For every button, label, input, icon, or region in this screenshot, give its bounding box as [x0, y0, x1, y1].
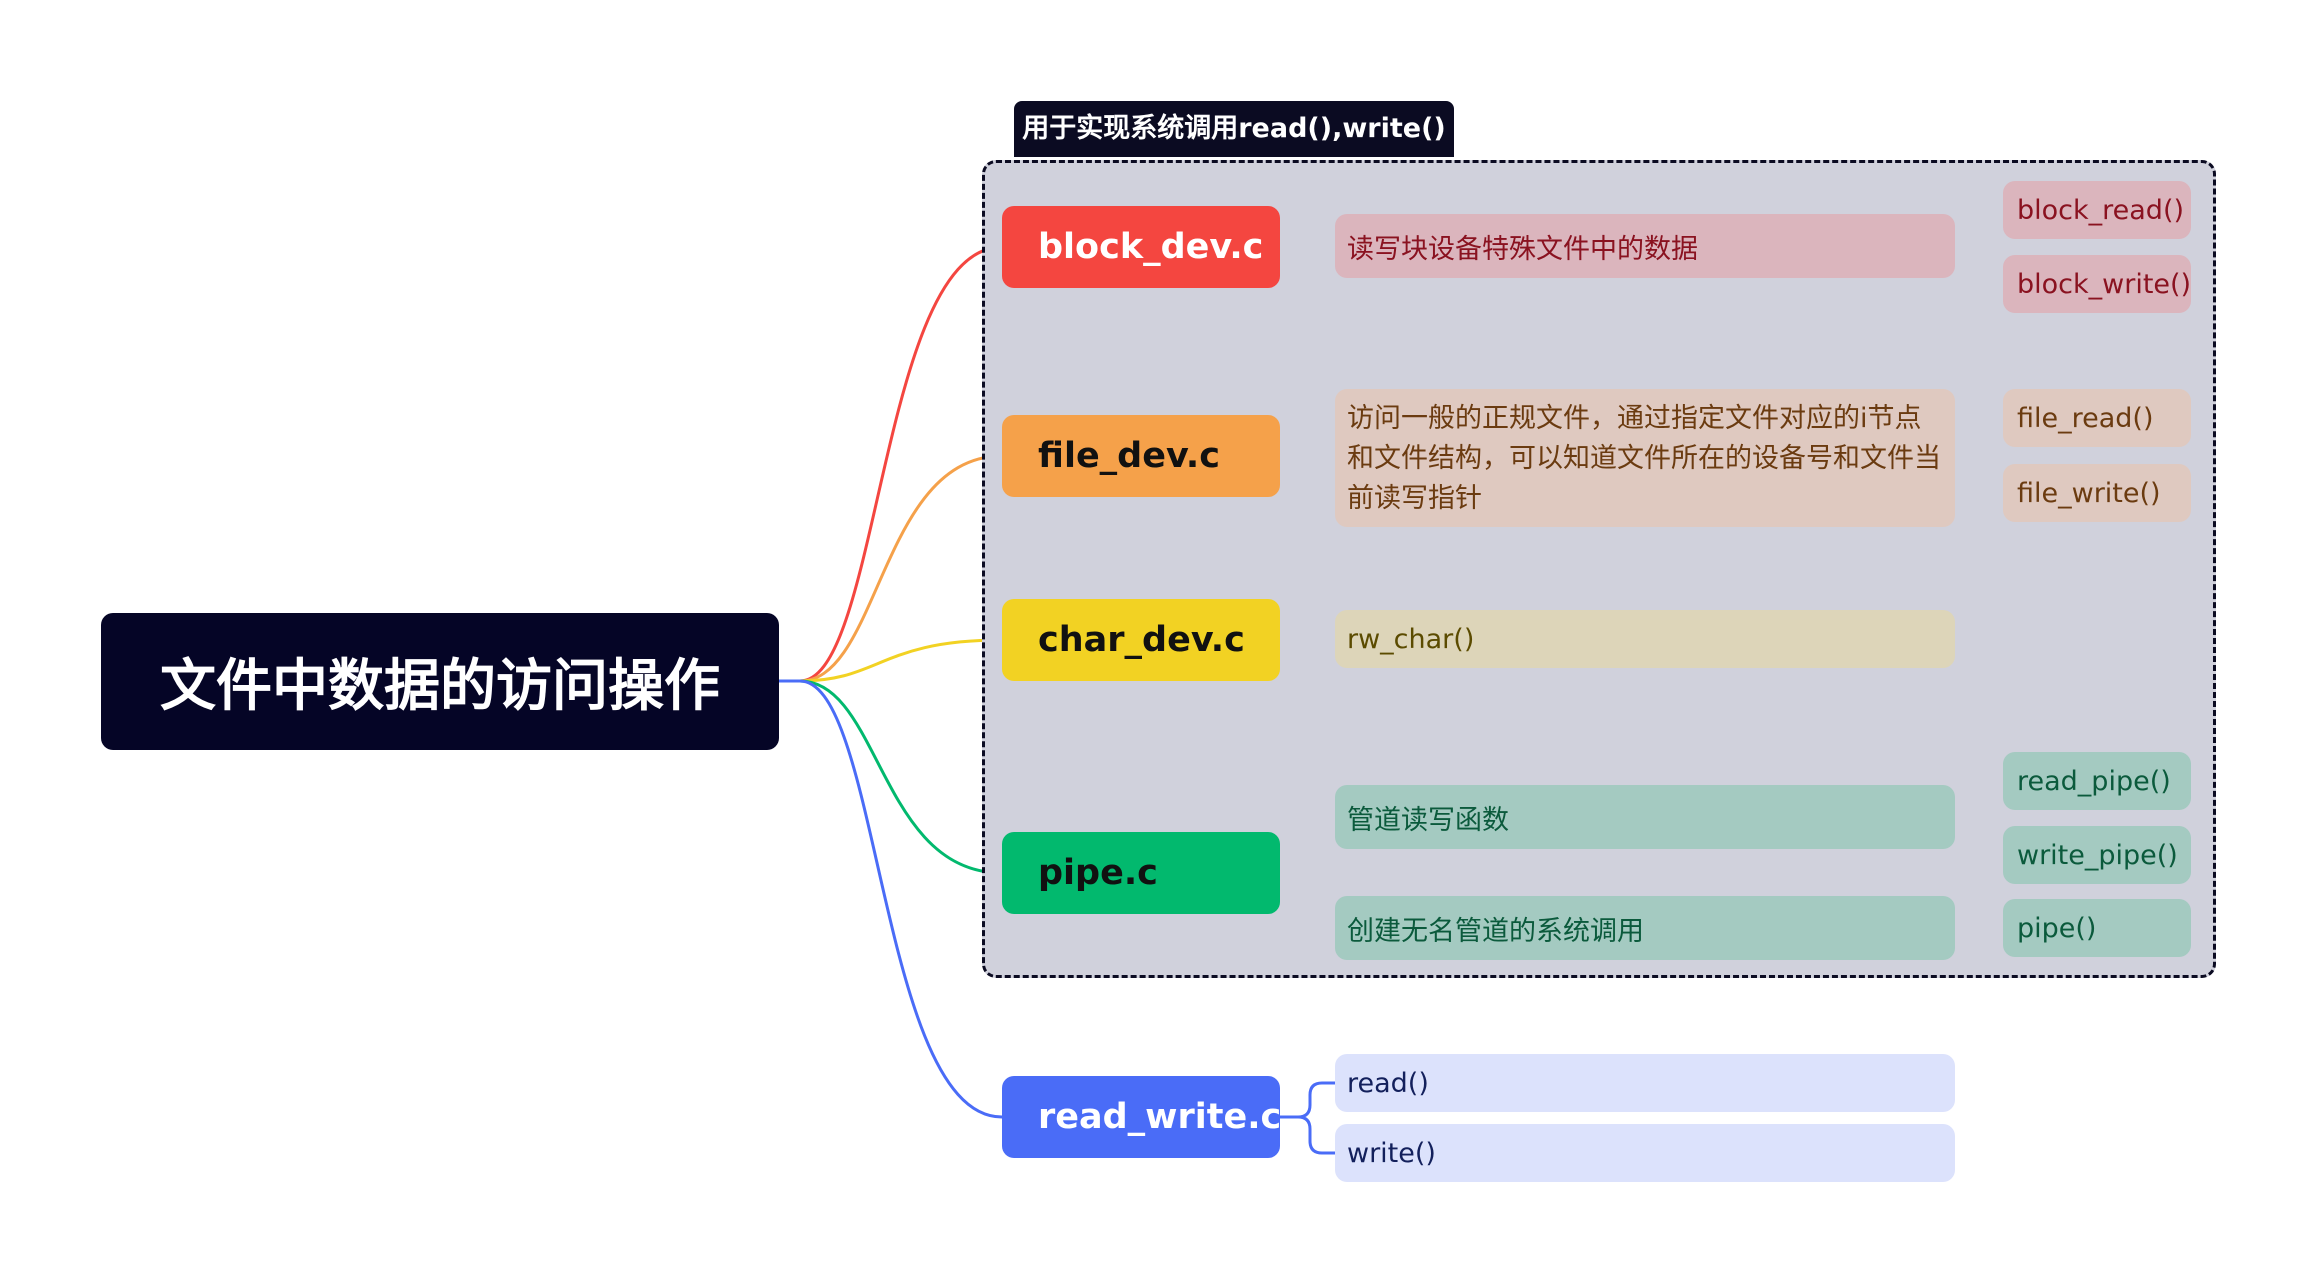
sub-node-4-0[interactable]: read() — [1335, 1054, 1955, 1112]
sub-line-4-0 — [1280, 1081, 1335, 1119]
leaf-node-writepipe[interactable]: write_pipe() — [2003, 826, 2191, 884]
sub-node-3-0[interactable]: 管道读写函数 — [1335, 785, 1955, 849]
branch-line-4 — [799, 679, 1003, 1119]
leaf-node-fileread[interactable]: file_read() — [2003, 389, 2191, 447]
sub-line-4-1 — [1280, 1115, 1335, 1155]
root-topic[interactable]: 文件中数据的访问操作 — [101, 613, 779, 750]
sub-node-4-1[interactable]: write() — [1335, 1124, 1955, 1182]
branch-node-char-dev-c[interactable]: char_dev.c — [1002, 599, 1280, 681]
leaf-node-blockwrite[interactable]: block_write() — [2003, 255, 2191, 313]
branch-line-3 — [799, 679, 1003, 875]
sub-node-3-1[interactable]: 创建无名管道的系统调用 — [1335, 896, 1955, 960]
sub-node-2-0[interactable]: rw_char() — [1335, 610, 1955, 668]
sub-node-0-0[interactable]: 读写块设备特殊文件中的数据 — [1335, 214, 1955, 278]
branch-node-file-dev-c[interactable]: file_dev.c — [1002, 415, 1280, 497]
leaf-node-pipe[interactable]: pipe() — [2003, 899, 2191, 957]
leaf-node-readpipe[interactable]: read_pipe() — [2003, 752, 2191, 810]
leaf-node-blockread[interactable]: block_read() — [2003, 181, 2191, 239]
branch-line-1 — [799, 454, 1003, 683]
branch-node-pipe-c[interactable]: pipe.c — [1002, 832, 1280, 914]
sub-node-1-0[interactable]: 访问一般的正规文件，通过指定文件对应的i节点和文件结构，可以知道文件所在的设备号… — [1335, 389, 1955, 527]
syscall-group-label: 用于实现系统调用read(),write() — [1014, 101, 1454, 157]
branch-node-read-write-c[interactable]: read_write.c — [1002, 1076, 1281, 1158]
branch-line-2 — [799, 638, 1003, 683]
branch-node-block-dev-c[interactable]: block_dev.c — [1002, 206, 1280, 288]
leaf-node-filewrite[interactable]: file_write() — [2003, 464, 2191, 522]
branch-line-0 — [799, 245, 1003, 683]
